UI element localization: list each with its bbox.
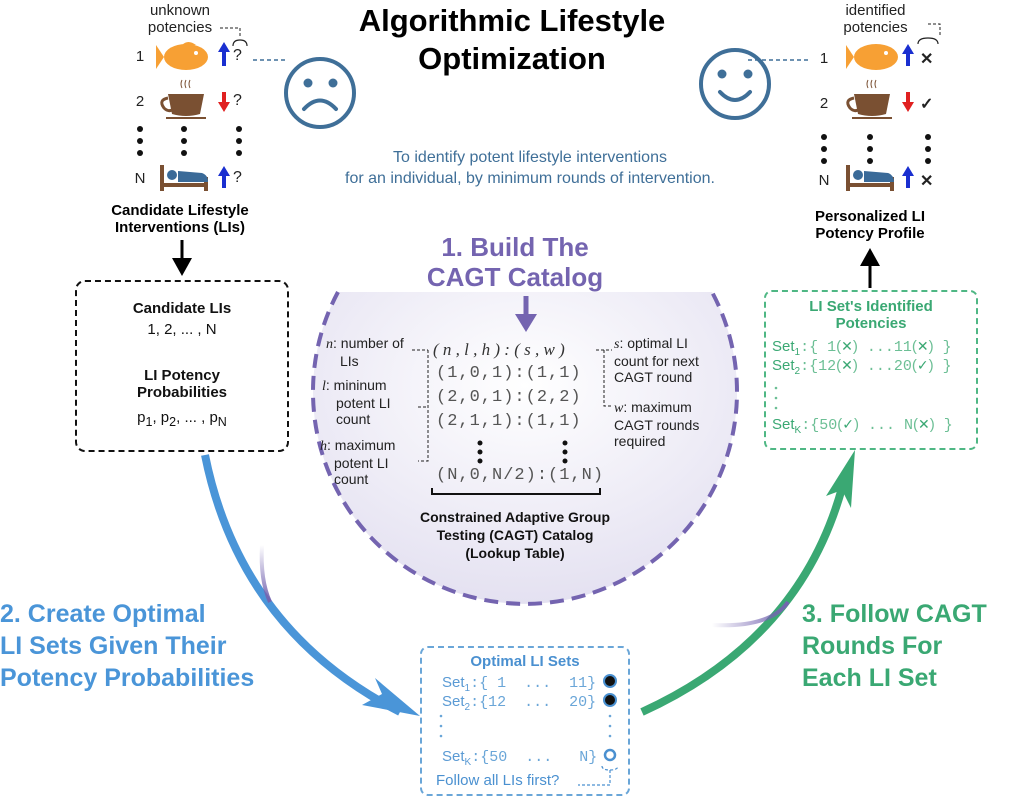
- blue-arrowhead: [362, 678, 420, 716]
- catalog-row: (1,0,1):(1,1): [436, 364, 582, 383]
- blue-arc-arrow: [201, 454, 402, 716]
- left-def-bracket: [412, 349, 429, 462]
- candidate-lis-values: 1, 2, ... , N: [147, 321, 217, 338]
- unknown-potencies-label: unknown potencies: [147, 2, 213, 36]
- identified-potencies-box: LI Set's Identified Potencies Set1:{ 1(✕…: [764, 290, 978, 450]
- green-arrowhead: [826, 450, 855, 508]
- catalog-header: ( n , l , h ) : ( s , w ): [433, 340, 565, 359]
- def-w: w: maximum CAGT rounds required: [614, 399, 700, 449]
- arrow-down-icon: [902, 92, 914, 112]
- arrow-up-icon: [902, 166, 914, 188]
- coffee-cup-icon: [160, 79, 206, 119]
- left-header-bracket: [220, 27, 241, 38]
- cagt-circle: [313, 292, 737, 604]
- row-index: 2: [135, 93, 145, 110]
- follow-bracket: [578, 765, 619, 786]
- potency-status: ?: [233, 92, 242, 109]
- right-def-bracket: [596, 349, 612, 407]
- def-l: l: mininum potent LI count: [322, 377, 391, 427]
- right-header-bracket: [928, 23, 941, 36]
- potency-profile-caption: Personalized LI Potency Profile: [814, 208, 926, 242]
- step2-title: 2. Create Optimal LI Sets Given Their Po…: [0, 600, 255, 692]
- row-index: 1: [135, 48, 145, 65]
- identified-potencies-label: identified potencies: [843, 2, 908, 36]
- potency-mark: ✕: [841, 358, 853, 374]
- arrow-down-purple: [515, 296, 537, 332]
- id-ellipsis: [774, 386, 778, 410]
- potency-mark: ✕: [917, 417, 930, 433]
- arrow-down-black: [172, 240, 192, 276]
- potency-status: ?: [233, 169, 242, 186]
- potency-status: ?: [233, 47, 242, 64]
- happy-face-icon: [699, 48, 771, 120]
- set-row: Set1:{ 1(✕) ...11(✕) }: [772, 338, 952, 358]
- catalog-row: (2,0,1):(2,2): [436, 388, 582, 407]
- set-row: SetK:{50(✓) ... N(✕) }: [772, 416, 953, 436]
- purple-feed-left: [259, 544, 272, 603]
- coffee-cup-icon: [846, 79, 892, 119]
- step1-title: 1. Build The CAGT Catalog: [426, 232, 604, 292]
- potency-status: ✕: [920, 173, 934, 190]
- potency-mark: ✓: [916, 358, 929, 374]
- filled-marker: [603, 674, 617, 688]
- arrow-up-icon: [218, 42, 230, 66]
- subtitle: To identify potent lifestyle interventio…: [345, 149, 715, 187]
- candidate-lis-box: Candidate LIs 1, 2, ... , N LI Potency P…: [75, 280, 289, 452]
- arrow-up-black: [860, 248, 880, 288]
- set-row: Set1:{ 1 ... 11}: [442, 674, 597, 694]
- bed-icon: [846, 165, 894, 191]
- potency-probabilities-values: p1, p2, ... , pN: [137, 409, 227, 429]
- potency-status: ✕: [920, 51, 934, 68]
- identified-potencies-title: LI Set's Identified Potencies: [809, 298, 933, 332]
- catalog-row: (2,1,1):(1,1): [436, 412, 582, 431]
- fish-icon: [156, 42, 208, 70]
- potency-mark: ✕: [841, 339, 853, 355]
- potency-mark: ✓: [842, 417, 854, 433]
- follow-all-question: Follow all LIs first?: [436, 772, 560, 789]
- catalog-row: (N,0,N/2):(1,N): [436, 466, 605, 485]
- candidate-lis-caption: Candidate Lifestyle Interventions (LIs): [111, 202, 249, 236]
- row-index: 1: [819, 50, 829, 67]
- def-n: n: number of LIs: [326, 335, 404, 369]
- sad-face-icon: [284, 57, 356, 129]
- filled-marker: [603, 693, 617, 707]
- row-index: N: [818, 172, 830, 189]
- set-row: Set2:{12(✕) ...20(✓) }: [772, 357, 952, 377]
- row-index: 2: [819, 95, 829, 112]
- right-brace: [917, 37, 939, 45]
- vertical-ellipsis: [137, 126, 931, 164]
- fish-icon: [846, 44, 898, 70]
- opt-ellipsis: [439, 714, 612, 738]
- cagt-catalog-caption: Constrained Adaptive Group Testing (CAGT…: [419, 509, 611, 561]
- page-title: Algorithmic Lifestyle Optimization: [358, 3, 666, 76]
- def-s: s: optimal LI count for next CAGT round: [614, 335, 699, 385]
- potency-status: ✓: [920, 96, 934, 113]
- def-h: h: maximum potent LI count: [320, 437, 396, 487]
- set-row: Set2:{12 ... 20}: [442, 693, 597, 713]
- catalog-ellipsis: [477, 440, 568, 464]
- candidate-lis-heading: Candidate LIs: [132, 300, 232, 317]
- step3-title: 3. Follow CAGT Rounds For Each LI Set: [802, 600, 987, 692]
- set-row: SetK:{50 ... N}: [442, 748, 598, 768]
- optimal-li-sets-title: Optimal LI Sets: [470, 653, 580, 670]
- arrow-down-icon: [218, 92, 230, 112]
- cagt-circle-border: [311, 291, 739, 606]
- left-brace: [232, 39, 248, 47]
- optimal-li-sets-box: Optimal LI Sets Set1:{ 1 ... 11} Set2:{1…: [420, 646, 630, 796]
- arrow-up-icon: [902, 44, 914, 66]
- potency-mark: ✕: [916, 339, 929, 355]
- bed-icon: [160, 165, 208, 191]
- arrow-up-icon: [218, 166, 230, 188]
- potency-probabilities-heading: LI Potency Probabilities: [136, 367, 228, 401]
- purple-feed-right: [711, 600, 790, 628]
- catalog-bracket: [431, 488, 601, 495]
- green-arc-arrow: [640, 486, 846, 716]
- row-index: N: [134, 170, 146, 187]
- open-marker: [603, 748, 617, 762]
